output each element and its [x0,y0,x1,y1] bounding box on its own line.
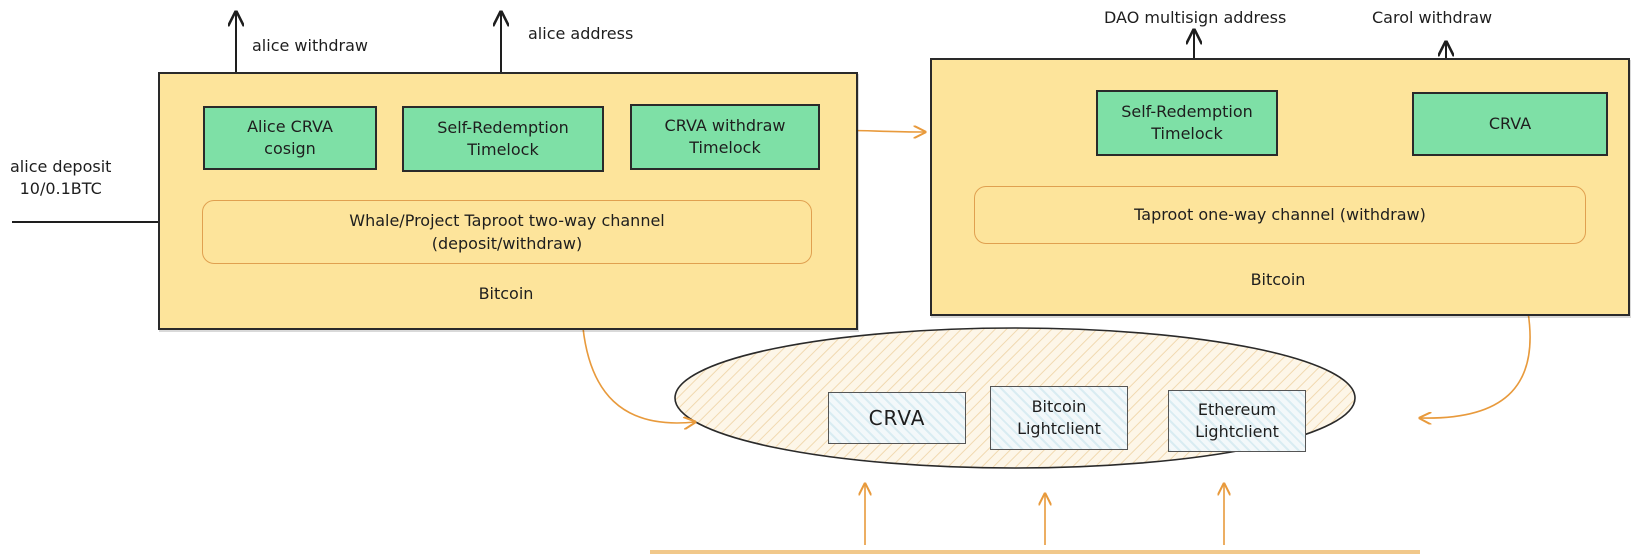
one-way-channel-label: Taproot one-way channel (withdraw) [1134,205,1426,225]
hub-bitcoin-lightclient-label: Bitcoin Lightclient [1017,397,1101,438]
hub-ethereum-lightclient-box[interactable]: Ethereum Lightclient [1168,390,1306,452]
hub-bitcoin-lightclient-box[interactable]: Bitcoin Lightclient [990,386,1128,450]
two-way-channel[interactable]: Whale/Project Taproot two-way channel (d… [202,200,812,264]
right-self-redemption-label: Self-Redemption Timelock [1121,102,1253,143]
alice-deposit-label: alice deposit 10/0.1BTC [10,157,112,198]
right-chain-label: Bitcoin [1250,270,1306,289]
dao-multisign-address-label: DAO multisign address [1104,8,1287,27]
left-chain-to-hub-arrow [582,327,695,423]
one-way-channel[interactable]: Taproot one-way channel (withdraw) [974,186,1586,244]
alice-address-label: alice address [528,24,634,43]
alice-crva-cosign-box[interactable]: Alice CRVA cosign [203,106,377,170]
crva-withdraw-timelock-label: CRVA withdraw Timelock [664,116,786,157]
hub-crva-box[interactable]: CRVA [828,392,966,444]
right-crva-box[interactable]: CRVA [1412,92,1608,156]
left-self-redemption-box[interactable]: Self-Redemption Timelock [402,106,604,172]
hub-ethereum-lightclient-label: Ethereum Lightclient [1195,400,1279,441]
left-self-redemption-label: Self-Redemption Timelock [437,118,569,159]
two-way-channel-label: Whale/Project Taproot two-way channel (d… [349,210,665,253]
left-chain-label: Bitcoin [478,284,534,303]
right-chain-to-hub-arrow [1420,311,1531,418]
alice-withdraw-label: alice withdraw [252,36,368,55]
crva-withdraw-timelock-box[interactable]: CRVA withdraw Timelock [630,104,820,170]
alice-crva-cosign-label: Alice CRVA cosign [247,117,333,158]
hub-crva-label: CRVA [868,405,926,430]
right-self-redemption-box[interactable]: Self-Redemption Timelock [1096,90,1278,156]
carol-withdraw-label: Carol withdraw [1372,8,1493,27]
right-crva-label: CRVA [1488,114,1532,134]
